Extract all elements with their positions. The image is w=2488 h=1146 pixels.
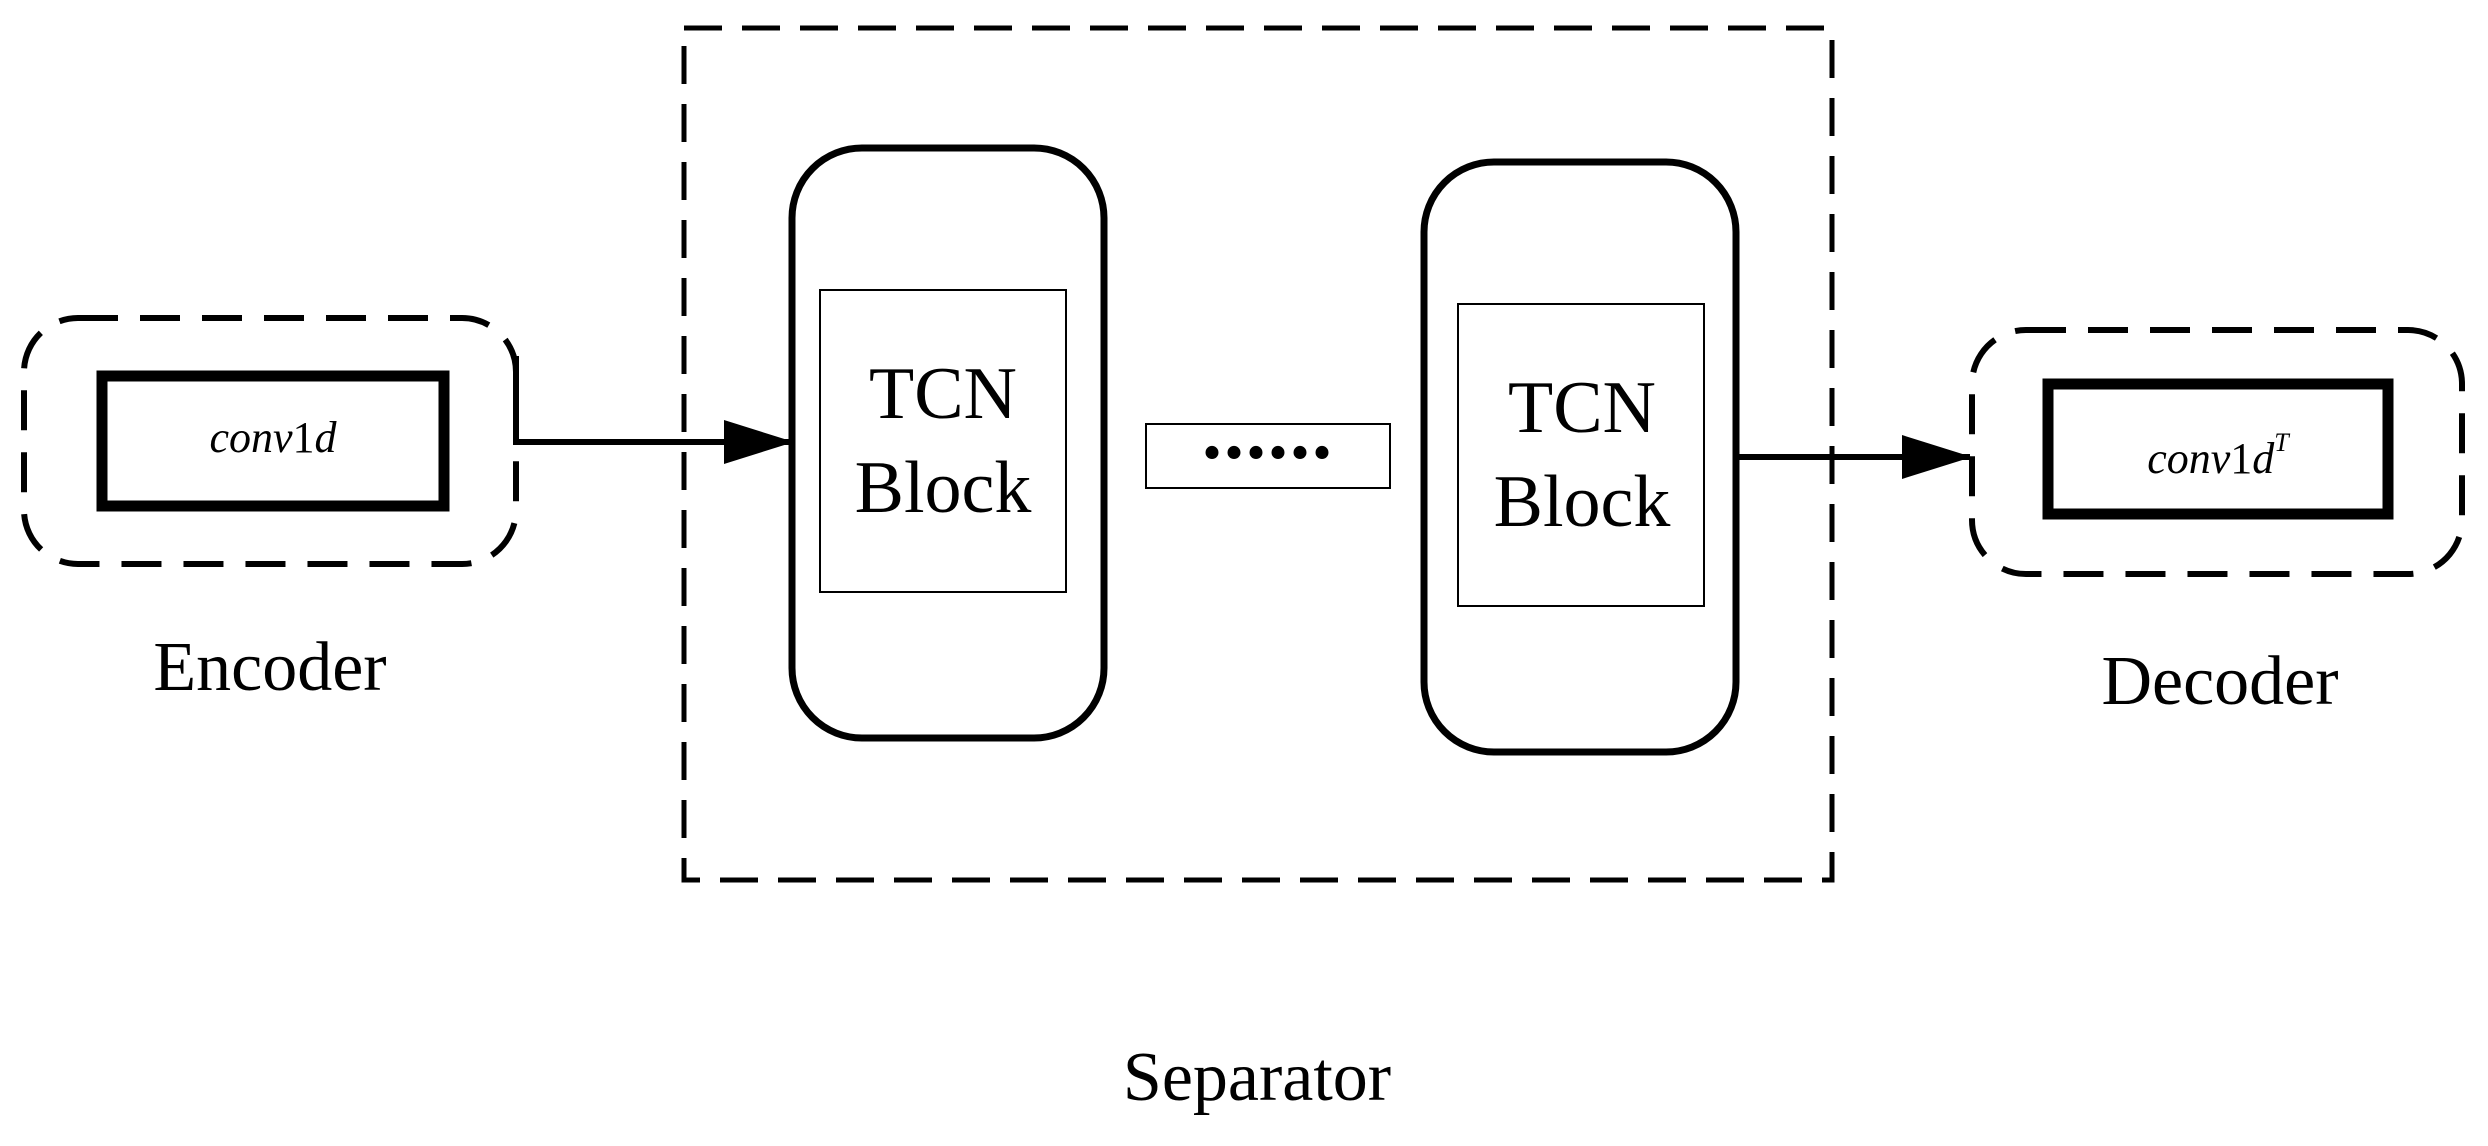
ellipsis-box: ...... [1145,388,1391,489]
decoder-op-digit: 1 [2230,434,2252,483]
tcn-block-1-outer [788,144,1108,742]
tcn-block-1: TCN Block [788,144,1108,742]
encoder-op-base: conv [209,413,293,462]
encoder-conv-box [96,370,450,512]
separator-label: Separator [1123,1039,1391,1116]
decoder-conv-label: conv1dT [2147,428,2290,483]
decoder-op-base: conv [2147,434,2231,483]
encoder-op-digit: 1 [293,413,315,462]
decoder-op-tail: d [2252,434,2275,483]
decoder-dashed-boundary [1969,327,2465,577]
decoder-conv-box [2042,378,2394,520]
tcn-block-2-line2: Block [1494,461,1671,543]
decoder-group: conv1dT Decoder [1969,327,2465,720]
encoder-group: conv1d Encoder [21,315,519,706]
decoder-op-sup: T [2274,428,2290,457]
tcn-block-1-line2: Block [855,447,1032,529]
tcn-block-2: TCN Block [1420,158,1740,756]
tcn-block-1-inner [819,289,1067,593]
decoder-label: Decoder [2101,643,2338,720]
ellipsis-dots: ...... [1202,388,1334,476]
encoder-op-tail: d [315,413,338,462]
encoder-label: Encoder [153,629,386,706]
tcn-block-2-inner [1457,303,1705,607]
encoder-dashed-boundary [21,315,519,567]
encoder-conv-label: conv1d [209,413,337,462]
tcn-block-2-line1: TCN [1508,367,1656,449]
tcn-block-2-outer [1420,158,1740,756]
encoder-to-separator-arrow [513,356,794,464]
separator-group: TCN Block ...... TCN Block Separator [681,25,1835,1116]
ellipsis-frame [1145,423,1391,489]
tcn-block-1-line1: TCN [869,353,1017,435]
